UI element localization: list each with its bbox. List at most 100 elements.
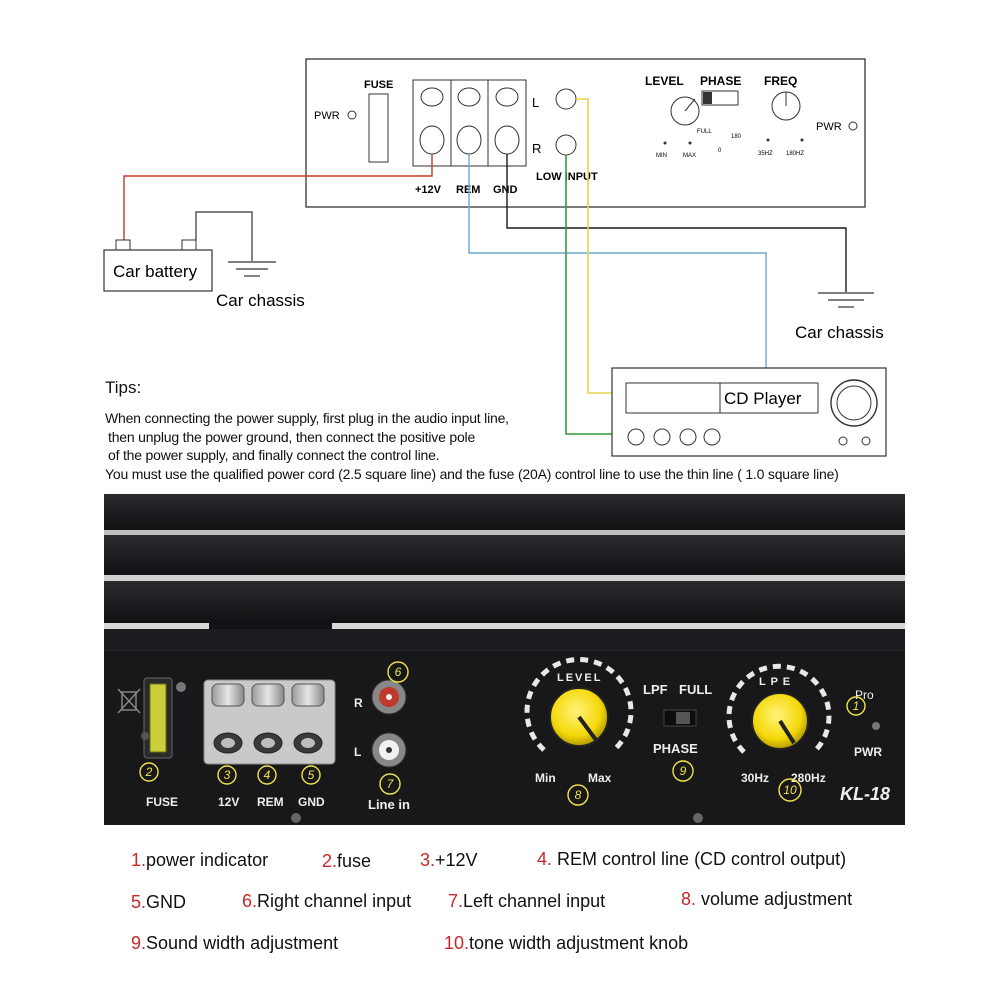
left-signal-wire	[576, 98, 612, 394]
level-max-label: MAX	[683, 153, 696, 159]
legend-text: power indicator	[146, 850, 269, 870]
pwr-right-led	[848, 121, 858, 131]
legend-text: GND	[146, 892, 187, 912]
car-battery-label: Car battery	[113, 262, 198, 281]
terminal-gnd-label: GND	[493, 184, 518, 196]
phase-label: PHASE	[700, 74, 741, 88]
badge-10-text: 10	[783, 783, 797, 797]
fuse-label: FUSE	[364, 79, 393, 91]
legend-text: Right channel input	[257, 891, 412, 911]
legend-num: 8.	[681, 889, 697, 909]
cd-player-label: CD Player	[724, 389, 802, 408]
badge-7	[379, 773, 401, 795]
tips-line-2: then unplug the power ground, then conne…	[108, 429, 476, 445]
badge-10	[778, 778, 802, 802]
photo-phase-label: PHASE	[653, 741, 698, 756]
power-wire	[123, 154, 433, 240]
badge-8-text: 8	[575, 788, 582, 802]
channel-r-label: R	[532, 141, 541, 156]
terminal-rem-label: REM	[456, 184, 480, 196]
freq-low-label: 35HZ	[758, 151, 773, 157]
legend-num: 2.	[322, 851, 338, 871]
wiring-diagram: PWR FUSE +12V REM GND L R LOW INPUT LEVE…	[103, 58, 887, 457]
rem-wire	[468, 154, 767, 368]
ground-symbol-left	[228, 261, 276, 277]
terminal-rem-screw	[457, 87, 481, 107]
badge-3	[217, 765, 237, 785]
legend-text: REM control line (CD control output)	[552, 849, 847, 869]
legend-num: 4.	[537, 849, 553, 869]
photo-12v-label: 12V	[218, 795, 239, 809]
phase-switch	[701, 90, 739, 106]
legend-text: +12V	[435, 850, 478, 870]
terminal-gnd-screw	[495, 87, 519, 107]
pwr-right-label: PWR	[816, 121, 842, 133]
ground-symbol-right	[818, 292, 874, 308]
level-knob-outline	[670, 96, 700, 126]
photo-rem-label: REM	[257, 795, 284, 809]
tips-line-4: You must use the qualified power cord (2…	[105, 466, 839, 482]
legend-num: 3.	[420, 850, 436, 870]
photo-lpe-label: L P E	[759, 676, 791, 688]
car-battery	[103, 249, 213, 292]
badge-1	[846, 696, 866, 716]
badge-9-text: 9	[680, 764, 687, 778]
lpe-scale	[726, 663, 832, 754]
freq-label: FREQ	[764, 74, 797, 88]
level-min-label: MIN	[656, 153, 667, 159]
chassis-left-label: Car chassis	[216, 291, 305, 310]
right-signal-wire	[565, 155, 612, 435]
badge-6	[387, 661, 409, 683]
phase-180-label: 180	[731, 134, 742, 140]
badge-4	[257, 765, 277, 785]
freq-high-label: 180HZ	[786, 151, 804, 157]
photo-30hz-label: 30Hz	[741, 771, 769, 785]
legend-item-2: 2.fuse	[322, 851, 371, 872]
amplifier-panel	[305, 58, 866, 208]
pwr-left-led	[347, 110, 357, 120]
channel-l-label: L	[532, 95, 539, 110]
photo-full-label: FULL	[679, 682, 712, 697]
chassis-right-label: Car chassis	[795, 323, 884, 342]
badge-2	[139, 762, 159, 782]
legend-text: tone width adjustment knob	[469, 933, 689, 953]
badge-5	[301, 765, 321, 785]
legend-item-4: 4. REM control line (CD control output)	[537, 849, 846, 870]
photo-line-in-label: Line in	[368, 797, 410, 812]
badge-5-text: 5	[308, 768, 315, 782]
badge-9	[672, 760, 694, 782]
tips-title: Tips:	[105, 378, 142, 397]
photo-r-label: R	[354, 696, 363, 710]
legend-num: 6.	[242, 891, 258, 911]
photo-max-label: Max	[588, 771, 612, 785]
legend-num: 1.	[131, 850, 147, 870]
power-led-photo	[872, 722, 880, 730]
tips-line-3: of the power supply, and finally connect…	[108, 447, 440, 463]
photo-lpf-label: LPF	[643, 682, 668, 697]
phase-0-label: 0	[718, 148, 722, 154]
level-scale	[524, 657, 634, 752]
legend-item-6: 6.Right channel input	[242, 891, 411, 912]
legend-item-5: 5.GND	[131, 892, 186, 913]
fuse-slot	[368, 93, 389, 163]
cd-volume-knob	[830, 379, 878, 427]
cd-player-display	[625, 382, 819, 414]
legend-num: 9.	[131, 933, 147, 953]
badge-2-text: 2	[145, 765, 153, 779]
badge-7-text: 7	[387, 777, 395, 791]
badge-1-text: 1	[853, 699, 860, 713]
weee-bin-icon	[117, 688, 141, 714]
legend-text: volume adjustment	[696, 889, 853, 909]
terminal-12v-screw	[420, 87, 444, 107]
battery-ground-wire	[195, 211, 253, 261]
badge-3-text: 3	[224, 768, 231, 782]
badge-4-text: 4	[264, 768, 271, 782]
legend-item-3: 3.+12V	[420, 850, 478, 871]
tips-line-1: When connecting the power supply, first …	[105, 410, 509, 426]
legend-item-9: 9.Sound width adjustment	[131, 933, 338, 954]
photo-l-label: L	[354, 745, 361, 759]
legend-num: 7.	[448, 891, 464, 911]
phase-full-label: FULL	[697, 129, 712, 135]
photo-min-label: Min	[535, 771, 556, 785]
legend-item-1: 1.power indicator	[131, 850, 268, 871]
